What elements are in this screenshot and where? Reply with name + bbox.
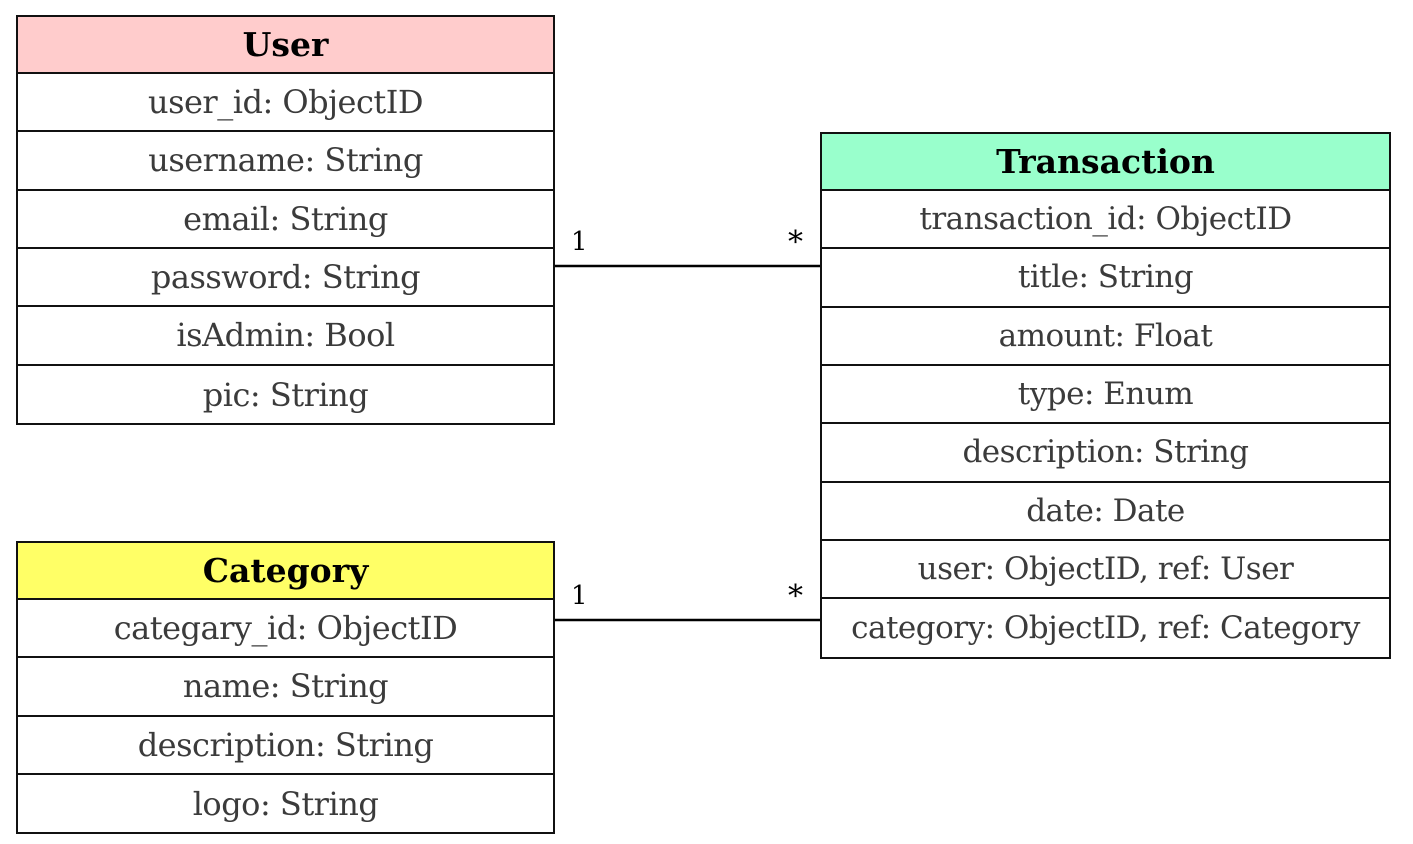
category-entity-title: Category [18,543,553,600]
user-field-user-id: user_id: ObjectID [18,74,553,133]
category-entity: Category categary_id: ObjectID name: Str… [16,541,555,834]
user-field-email: email: String [18,191,553,249]
user-field-password: password: String [18,249,553,308]
transaction-field-title: title: String [822,249,1389,308]
transaction-field-amount: amount: Float [822,308,1389,366]
user-field-pic: pic: String [202,375,369,414]
category-field-name: name: String [18,658,553,717]
transaction-field-id: transaction_id: ObjectID [822,191,1389,250]
user-field-username: username: String [18,132,553,191]
transaction-category-multiplicity-label: * [788,579,803,614]
user-multiplicity-label: 1 [571,227,588,257]
user-entity-title: User [18,17,553,74]
transaction-field-description: description: String [822,424,1389,483]
transaction-field-user-ref: user: ObjectID, ref: User [822,541,1389,600]
category-field-logo: logo: String [192,785,379,824]
transaction-entity-title: Transaction [822,134,1389,191]
user-field-is-admin: isAdmin: Bool [18,307,553,366]
transaction-user-multiplicity-label: * [788,225,803,260]
transaction-field-type: type: Enum [822,366,1389,425]
transaction-entity: Transaction transaction_id: ObjectID tit… [820,132,1391,659]
category-multiplicity-label: 1 [571,581,588,611]
transaction-field-category-ref: category: ObjectID, ref: Category [851,610,1360,647]
category-field-description: description: String [18,717,553,775]
transaction-field-date: date: Date [822,483,1389,541]
user-entity: User user_id: ObjectID username: String … [16,15,555,425]
category-field-id: categary_id: ObjectID [18,600,553,659]
